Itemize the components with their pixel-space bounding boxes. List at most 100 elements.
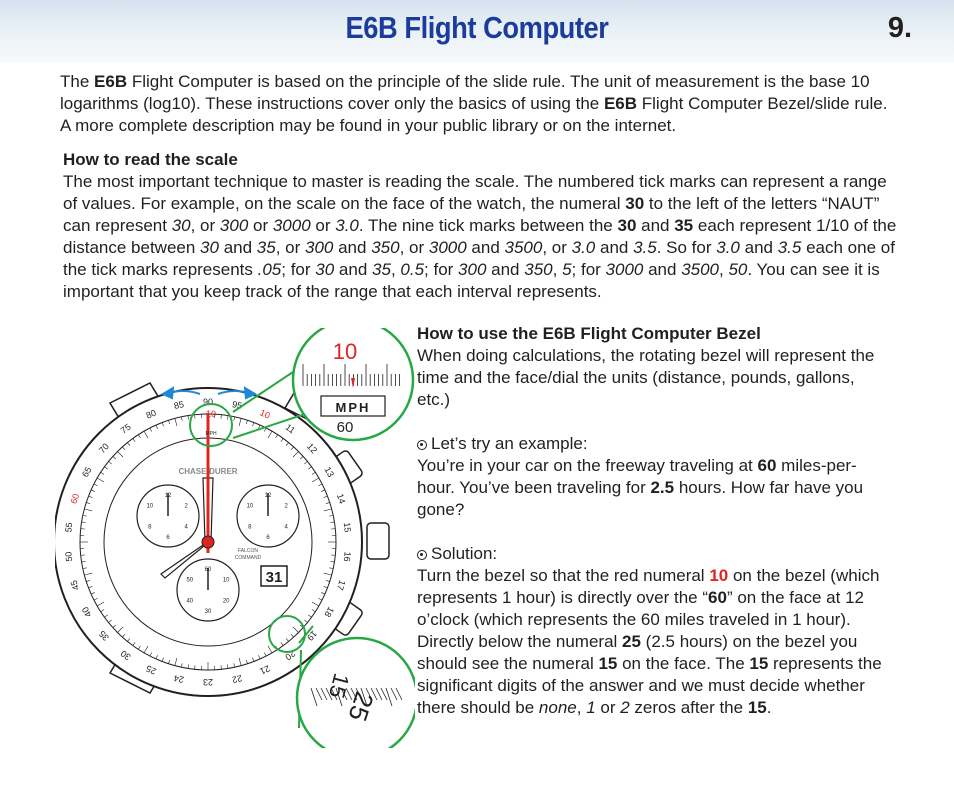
bezel-tick <box>227 664 229 669</box>
section-heading: How to use the E6B Flight Computer Bezel <box>417 324 761 343</box>
subdial-numeral: 8 <box>248 525 252 531</box>
bezel-numeral: 65 <box>80 465 94 479</box>
zoom-tick <box>320 687 328 701</box>
bezel-tick <box>81 561 86 563</box>
solution-paragraph: Turn the bezel so that the red numeral 1… <box>417 566 882 717</box>
zoom-tick <box>315 687 323 701</box>
bezel-tick <box>174 657 178 666</box>
target-icon <box>417 440 427 450</box>
target-icon <box>417 550 427 560</box>
subdial-numeral: 4 <box>185 525 189 531</box>
bezel-numeral: 95 <box>231 399 243 411</box>
bezel-tick <box>84 572 93 576</box>
section-heading: How to read the scale <box>63 150 238 169</box>
bezel-tick <box>330 521 335 523</box>
subdial-numeral: 30 <box>205 609 212 615</box>
bezel-tick <box>100 472 105 475</box>
bezel-tick <box>82 567 87 569</box>
zoom-tick <box>325 687 333 701</box>
bezel-numeral: 30 <box>119 648 133 662</box>
bezel-numeral: 75 <box>119 422 133 436</box>
model-line-1: FALCON <box>238 548 258 554</box>
bezel-tick <box>86 580 91 582</box>
subdial-numeral: 6 <box>166 535 170 541</box>
read-scale-paragraph: The most important technique to master i… <box>63 172 897 301</box>
bezel-tick <box>318 483 323 486</box>
zoom-tick <box>330 687 338 701</box>
bezel-numeral: 21 <box>258 663 271 676</box>
bezel-numeral: 25 <box>144 663 157 676</box>
bezel-tick <box>252 422 255 427</box>
bezel-ticks <box>80 414 336 670</box>
bezel-tick <box>187 664 189 669</box>
bezel-numeral: 22 <box>231 673 243 685</box>
svg-text:MPH: MPH <box>205 431 217 437</box>
bezel-tick <box>246 659 248 664</box>
bezel-tick <box>161 422 164 427</box>
subdial-bottom <box>176 558 240 622</box>
zoom-tick <box>385 687 393 707</box>
bezel-tick <box>143 645 149 654</box>
subdial-right <box>236 484 300 548</box>
bezel-tick <box>127 638 131 642</box>
bezel-tick <box>292 626 299 633</box>
bezel-tick <box>104 466 108 470</box>
bezel-tick <box>325 580 330 582</box>
subdial-numeral: 4 <box>285 525 289 531</box>
bezel-tick <box>149 652 152 657</box>
bezel-tick <box>290 633 294 638</box>
bezel-tick <box>108 619 112 623</box>
bezel-tick <box>323 508 332 512</box>
bezel-numeral: 14 <box>335 492 348 505</box>
subdial-numeral: 12 <box>265 493 272 499</box>
bezel-tick <box>330 561 335 563</box>
bezel-tick <box>84 508 93 512</box>
bezel-tick <box>321 592 326 595</box>
bezel-tick <box>104 614 108 618</box>
bezel-tick <box>132 438 136 442</box>
bezel-tick <box>96 477 105 483</box>
page-header: E6B Flight Computer 9. <box>0 0 954 62</box>
solution-label: Solution: <box>417 543 887 565</box>
bezel-tick <box>127 442 131 446</box>
zoom-tick <box>370 687 378 701</box>
bezel-numeral: 45 <box>69 579 82 592</box>
zoom-tick <box>345 687 353 701</box>
bezel-tick <box>82 515 87 517</box>
zoom-tick <box>360 687 368 707</box>
bezel-tick <box>311 477 320 483</box>
subdial-numeral: 10 <box>246 504 253 510</box>
bezel-tick <box>280 438 284 442</box>
bezel-tick <box>138 645 141 650</box>
bezel-tick <box>323 495 328 498</box>
date-value: 31 <box>266 569 283 586</box>
bezel-tick <box>117 626 124 633</box>
bezel-tick <box>323 586 328 589</box>
bezel-tick <box>227 415 229 420</box>
bezel-tick <box>155 424 158 429</box>
bezel-tick <box>329 567 334 569</box>
bezel-tick <box>311 472 316 475</box>
example-paragraph: You’re in your car on the freeway travel… <box>417 456 864 519</box>
bezel-tick <box>323 572 332 576</box>
read-scale-section: How to read the scale The most important… <box>63 149 903 303</box>
bezel-tick <box>112 456 117 460</box>
bezel-tick <box>149 427 152 432</box>
bezel-tick <box>252 657 255 662</box>
bezel-tick <box>267 430 273 439</box>
bezel-tick <box>122 446 126 451</box>
svg-text:10: 10 <box>206 409 216 419</box>
bezel-tick <box>299 624 304 628</box>
bezel-numeral: 12 <box>305 441 319 455</box>
bezel-tick <box>161 657 164 662</box>
bezel-numeral: 13 <box>322 465 336 479</box>
bezel-tick <box>86 502 91 504</box>
date-window <box>260 565 288 587</box>
bezel-numeral: 35 <box>97 629 111 643</box>
zoom-red-numeral: 10 <box>333 339 357 364</box>
bezel-tick <box>155 655 158 660</box>
bezel-numeral: 17 <box>335 579 348 592</box>
bezel-tick <box>267 645 273 654</box>
